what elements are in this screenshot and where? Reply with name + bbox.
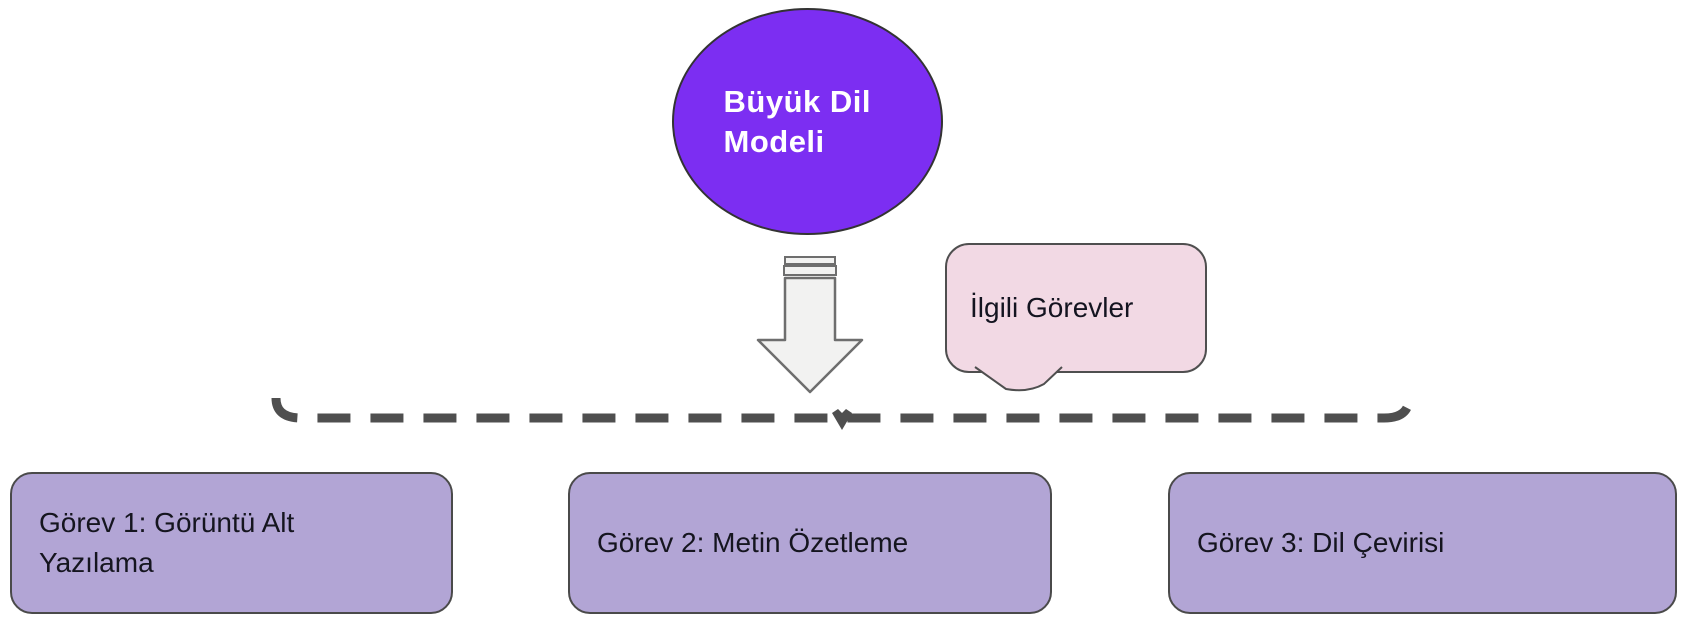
down-arrowhead-icon [832, 409, 852, 430]
root-node-label: Büyük Dil Modeli [723, 83, 871, 159]
task-3-label: Görev 3: Dil Çevirisi [1197, 527, 1445, 559]
task-node-3: Görev 3: Dil Çevirisi [1168, 472, 1677, 614]
root-node-llm: Büyük Dil Modeli [672, 8, 943, 235]
callout-related-tasks: İlgili Görevler [945, 243, 1207, 373]
task-1-label: Görev 1: Görüntü Alt Yazılama [39, 507, 295, 578]
task-2-label: Görev 2: Metin Özetleme [597, 527, 909, 559]
task-node-1: Görev 1: Görüntü Alt Yazılama [10, 472, 453, 614]
dashed-connector [271, 397, 1414, 423]
task-node-2: Görev 2: Metin Özetleme [568, 472, 1052, 614]
callout-label: İlgili Görevler [970, 292, 1134, 323]
down-arrow-icon [756, 256, 864, 394]
